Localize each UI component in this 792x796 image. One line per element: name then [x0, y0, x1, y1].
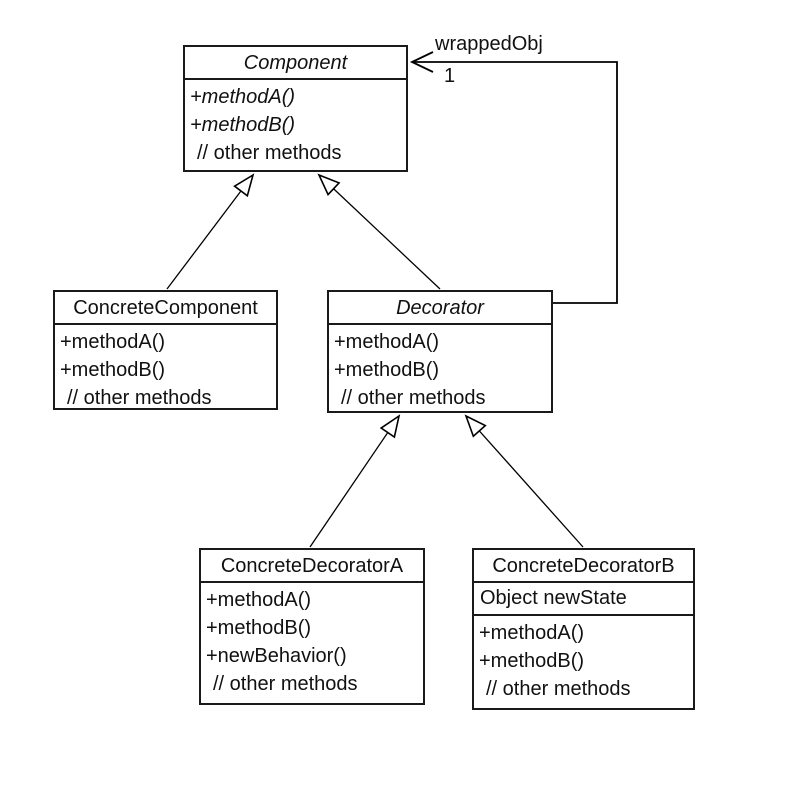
inheritance-arrow-concretedecoratora	[309, 414, 401, 548]
method-item: +methodB()	[60, 359, 166, 381]
association-line-wrappedobj	[409, 51, 618, 304]
method-comment: // other methods	[67, 387, 212, 409]
method-comment: // other methods	[213, 673, 358, 695]
method-compartment: +methodA() +methodB() +newBehavior() // …	[201, 583, 423, 701]
class-name-concretedecoratorb: ConcreteDecoratorB	[474, 550, 693, 583]
method-compartment: +methodA() +methodB() // other methods	[55, 325, 276, 415]
method-item: +methodA()	[206, 589, 312, 611]
class-box-concretecomponent: ConcreteComponent +methodA() +methodB() …	[53, 290, 278, 410]
association-role-label: wrappedObj	[435, 33, 543, 55]
method-item: +methodB()	[334, 359, 440, 381]
method-compartment: +methodA() +methodB() // other methods	[329, 325, 551, 415]
inheritance-arrow-concretecomponent	[166, 173, 255, 290]
class-name-component: Component	[185, 47, 406, 80]
method-compartment: +methodA() +methodB() // other methods	[474, 616, 693, 706]
method-item: +methodA()	[190, 86, 296, 108]
method-comment: // other methods	[197, 142, 342, 164]
method-item: +methodA()	[60, 331, 166, 353]
method-item: +methodB()	[190, 114, 296, 136]
association-multiplicity-label: 1	[444, 65, 456, 87]
class-name-concretedecoratora: ConcreteDecoratorA	[201, 550, 423, 583]
class-box-component: Component +methodA() +methodB() // other…	[183, 45, 408, 172]
class-name-decorator: Decorator	[329, 292, 551, 325]
class-box-decorator: Decorator +methodA() +methodB() // other…	[327, 290, 553, 413]
attribute-item: Object newState	[474, 583, 693, 616]
method-item: +methodA()	[479, 622, 585, 644]
inheritance-arrow-decorator	[317, 173, 441, 290]
class-box-concretedecoratora: ConcreteDecoratorA +methodA() +methodB()…	[199, 548, 425, 705]
method-item: +methodA()	[334, 331, 440, 353]
method-item: +newBehavior()	[206, 645, 347, 667]
method-item: +methodB()	[206, 617, 312, 639]
inheritance-arrow-concretedecoratorb	[464, 414, 584, 548]
method-item: +methodB()	[479, 650, 585, 672]
class-name-concretecomponent: ConcreteComponent	[55, 292, 276, 325]
class-box-concretedecoratorb: ConcreteDecoratorB Object newState +meth…	[472, 548, 695, 710]
method-compartment: +methodA() +methodB() // other methods	[185, 80, 406, 170]
method-comment: // other methods	[341, 387, 486, 409]
method-comment: // other methods	[486, 678, 631, 700]
